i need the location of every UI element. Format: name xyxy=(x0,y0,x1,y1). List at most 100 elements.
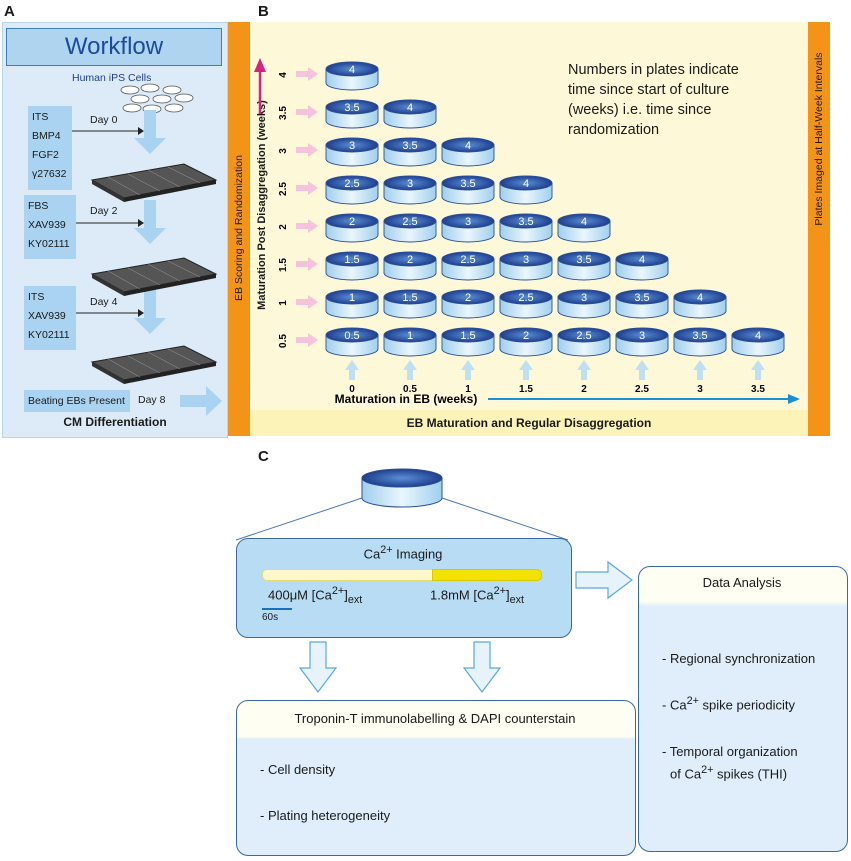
row-label: 2 xyxy=(278,224,289,230)
high-ca-sub: ext xyxy=(509,593,525,606)
col-arrow xyxy=(461,360,475,380)
plate-note-line1: Numbers in plates indicate xyxy=(568,62,739,78)
ips-cells-label: Human iPS Cells xyxy=(72,72,152,84)
row-arrow xyxy=(296,295,318,309)
plate-top xyxy=(383,99,437,115)
ips-cells-icon xyxy=(120,83,194,114)
col-label: 2 xyxy=(581,384,587,395)
to-troponin-arrow-right xyxy=(462,641,502,693)
well-plate-icon-2 xyxy=(90,257,218,296)
plate-value: 4 xyxy=(639,254,645,266)
plate-top xyxy=(325,61,379,77)
periodicity-prefix: - Ca xyxy=(662,697,687,713)
plate-value: 0.5 xyxy=(344,330,359,342)
day4-label: Day 4 xyxy=(90,296,118,308)
plate-value: 2.5 xyxy=(518,292,533,304)
plate-value: 2 xyxy=(407,254,413,266)
plate-value: 3 xyxy=(639,330,645,342)
reagent-its-2: ITS xyxy=(28,291,45,303)
plate-top xyxy=(615,251,669,267)
scale-bar-label: 60s xyxy=(262,612,279,623)
plate-top xyxy=(441,327,495,343)
workflow-flow-arrows xyxy=(134,110,166,334)
imaging-bar xyxy=(808,22,830,436)
high-ca-prefix: 1.8mM [Ca xyxy=(430,587,494,603)
day0-arrow xyxy=(72,127,144,135)
plate-value: 4 xyxy=(697,292,703,304)
plate-top xyxy=(383,327,437,343)
row-arrow xyxy=(296,219,318,233)
reagent-fgf2: FGF2 xyxy=(32,149,59,161)
col-label: 1.5 xyxy=(519,384,533,395)
row-label: 1 xyxy=(278,300,289,306)
day4-arrow xyxy=(76,309,144,317)
reagent-xav939: XAV939 xyxy=(28,219,66,231)
plate-value: 2.5 xyxy=(402,216,417,228)
plate-value: 4 xyxy=(523,178,529,190)
reagent-fbs: FBS xyxy=(28,200,49,212)
panel-c-letter: C xyxy=(258,448,269,465)
plate-top xyxy=(383,251,437,267)
ca-title-sup: 2+ xyxy=(380,544,393,556)
zoom-plate xyxy=(235,468,569,541)
reagent-bmp4: BMP4 xyxy=(32,130,61,142)
row-arrow xyxy=(296,143,318,157)
scoring-label: EB Scoring and Randomization xyxy=(233,155,245,301)
panel-b-letter: B xyxy=(258,3,269,20)
analysis-item-temporal-1: - Temporal organization xyxy=(662,744,798,759)
plate-value: 2.5 xyxy=(344,178,359,190)
plate-top xyxy=(325,99,379,115)
plate-value: 3 xyxy=(407,178,413,190)
plate-top xyxy=(499,327,553,343)
plate-value: 3 xyxy=(523,254,529,266)
plate-value: 1.5 xyxy=(344,254,359,266)
x-axis-arrow-head xyxy=(788,394,800,404)
plate-top xyxy=(325,327,379,343)
col-label: 2.5 xyxy=(635,384,649,395)
periodicity-suffix: spike periodicity xyxy=(698,697,796,713)
low-calcium-label: 400μM [Ca2+]ext xyxy=(268,585,362,606)
plate-value: 1 xyxy=(349,292,355,304)
row-label: 2.5 xyxy=(278,182,289,196)
row-arrow xyxy=(296,181,318,195)
col-arrow xyxy=(577,360,591,380)
plate-value: 3.5 xyxy=(518,216,533,228)
col-label: 0 xyxy=(349,384,355,395)
col-arrow xyxy=(635,360,649,380)
plate-top xyxy=(325,213,379,229)
plate-value: 2 xyxy=(465,292,471,304)
high-calcium-bar xyxy=(432,569,542,581)
low-calcium-bar xyxy=(262,569,434,581)
row-arrow xyxy=(296,333,318,347)
data-analysis-title: Data Analysis xyxy=(702,575,782,590)
reagent-ky02111: KY02111 xyxy=(28,238,70,250)
plate-top xyxy=(673,327,727,343)
plate-top xyxy=(557,327,611,343)
plate-top xyxy=(499,175,553,191)
col-label: 0.5 xyxy=(403,384,417,395)
plate-value: 1.5 xyxy=(460,330,475,342)
plate-top xyxy=(383,289,437,305)
reagent-xav939-2: XAV939 xyxy=(28,310,66,322)
col-arrow xyxy=(403,360,417,380)
cm-differentiation-label: CM Differentiation xyxy=(63,415,167,429)
plate-value: 3.5 xyxy=(460,178,475,190)
plate-top xyxy=(731,327,785,343)
plate-top xyxy=(615,289,669,305)
plate-top xyxy=(325,289,379,305)
high-ca-sup: 2+ xyxy=(493,585,506,597)
plate-top xyxy=(673,289,727,305)
col-label: 3 xyxy=(697,384,703,395)
plate-note: Numbers in plates indicate time since st… xyxy=(568,60,739,140)
day8-arrow xyxy=(180,386,222,416)
row-label: 1.5 xyxy=(278,258,289,272)
plate-top xyxy=(441,251,495,267)
plate-value: 3.5 xyxy=(344,102,359,114)
reagent-ky02111-2: KY02111 xyxy=(28,329,70,341)
reagent-y27632: γ27632 xyxy=(32,168,67,180)
day2-arrow xyxy=(76,219,144,227)
ca-title-suffix: Imaging xyxy=(392,546,443,562)
row-label: 0.5 xyxy=(278,334,289,348)
imaging-label: Plates Imaged at Half-Week Intervals xyxy=(813,52,825,226)
calcium-imaging-title: Ca2+ Imaging xyxy=(236,544,570,561)
